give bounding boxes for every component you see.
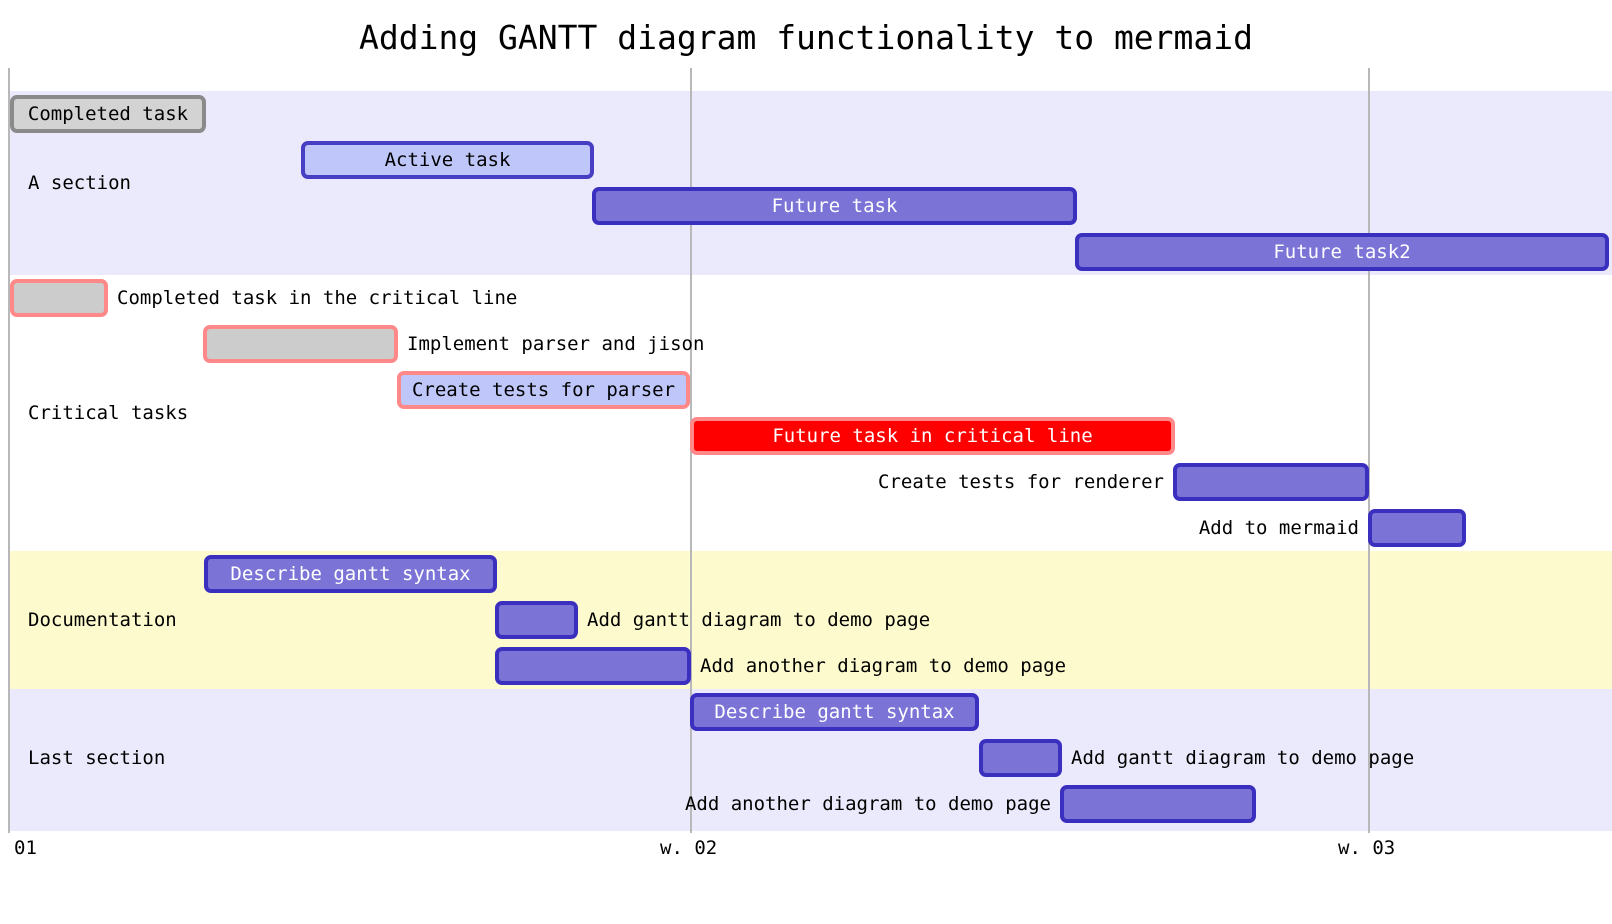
task-label: Add gantt diagram to demo page	[1071, 747, 1415, 769]
task-label: Describe gantt syntax	[230, 563, 471, 585]
task-label: Create tests for parser	[411, 379, 676, 401]
task-bar[interactable]	[495, 647, 691, 685]
task-bar[interactable]	[1060, 785, 1256, 823]
section-label-critical-tasks: Critical tasks	[28, 402, 189, 424]
task-label: Active task	[384, 149, 511, 171]
task-bar[interactable]	[10, 279, 108, 317]
axis-gridline	[1368, 68, 1370, 833]
task-label: Add another diagram to demo page	[700, 655, 1067, 677]
task-label: Implement parser and jison	[407, 333, 705, 355]
task-label: Describe gantt syntax	[714, 701, 955, 723]
chart-title: Adding GANTT diagram functionality to me…	[358, 18, 1254, 57]
section-label-documentation: Documentation	[28, 609, 177, 631]
task-label: Add another diagram to demo page	[684, 793, 1051, 815]
task-label: Create tests for renderer	[878, 471, 1164, 493]
gantt-time-axis: 01 w. 02 w. 03	[0, 833, 1612, 893]
task-bar[interactable]	[690, 693, 979, 731]
axis-tick-label: 01	[14, 837, 37, 859]
task-bar[interactable]	[1368, 509, 1466, 547]
section-band	[8, 275, 1612, 555]
section-label-a-section: A section	[28, 172, 131, 194]
task-bar[interactable]	[979, 739, 1062, 777]
task-bar[interactable]	[592, 187, 1077, 225]
axis-gridline	[8, 68, 10, 833]
task-label: Future task2	[1273, 241, 1411, 263]
task-label: Future task	[771, 195, 898, 217]
task-bar[interactable]	[203, 325, 398, 363]
task-bar[interactable]	[1173, 463, 1369, 501]
task-label: Completed task in the critical line	[117, 287, 518, 309]
task-bar[interactable]	[10, 95, 206, 133]
task-label: Future task in critical line	[772, 425, 1093, 447]
task-bar[interactable]	[301, 141, 594, 179]
task-bar[interactable]	[1075, 233, 1609, 271]
task-label: Add to mermaid	[1198, 517, 1359, 539]
task-label: Completed task	[27, 103, 189, 125]
axis-tick-label: w. 02	[660, 837, 718, 859]
task-bar[interactable]	[495, 601, 578, 639]
axis-tick-label: w. 03	[1338, 837, 1396, 859]
task-bar[interactable]	[690, 417, 1175, 455]
task-bar[interactable]	[397, 371, 690, 409]
task-label: Add gantt diagram to demo page	[587, 609, 931, 631]
task-bar[interactable]	[204, 555, 497, 593]
section-label-last-section: Last section	[28, 747, 166, 769]
